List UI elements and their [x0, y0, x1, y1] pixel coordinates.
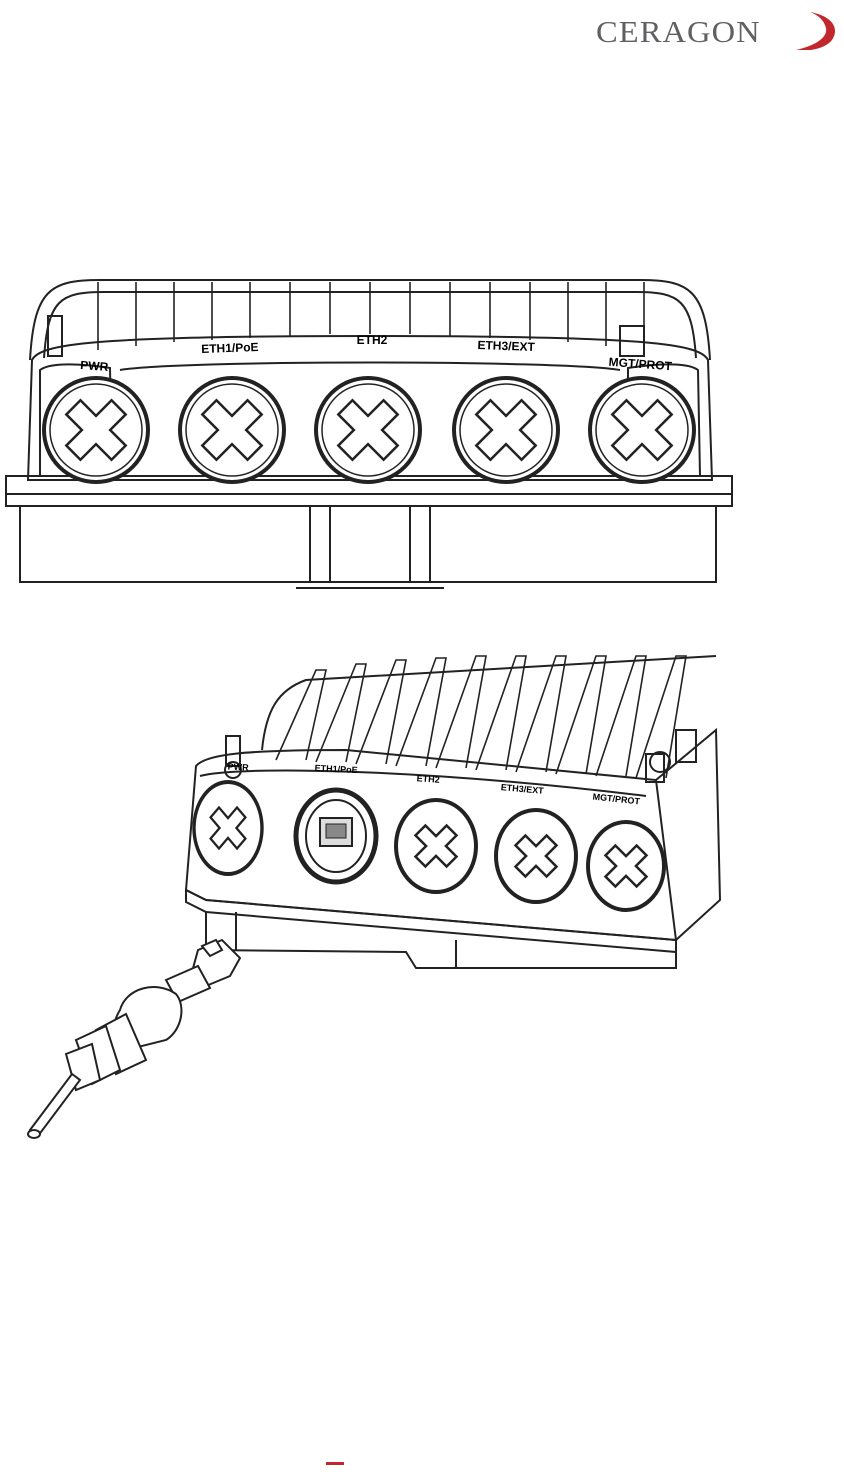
port-cap-eth1	[180, 378, 284, 482]
port-cap-pwr	[44, 378, 148, 482]
page-footer-mark	[326, 1462, 344, 1465]
label-eth3: ETH3/EXT	[477, 338, 535, 354]
port-cap-eth3	[454, 378, 558, 482]
cable-gland-icon	[28, 940, 240, 1138]
port-cap-group	[44, 378, 694, 482]
port-cap-eth2	[316, 378, 420, 482]
label-eth1: ETH1/PoE	[201, 340, 259, 356]
p-label-eth1: ETH1/PoE	[314, 763, 357, 775]
unit-front-view-illustration: PWR ETH1/PoE ETH2 ETH3/EXT MGT/PROT	[0, 270, 740, 600]
unit-perspective-cable-illustration: PWR ETH1/PoE ETH2 ETH3/EXT MGT/PROT	[16, 650, 724, 1150]
ceragon-logo: CERAGON	[596, 8, 842, 50]
logo-swoosh-icon	[596, 8, 842, 50]
rj45-port-open	[296, 790, 376, 882]
port-cap-mgt	[590, 378, 694, 482]
p-label-eth2: ETH2	[416, 773, 440, 785]
label-pwr: PWR	[80, 358, 109, 374]
label-eth2: ETH2	[357, 333, 388, 347]
p-label-pwr: PWR	[227, 761, 249, 772]
